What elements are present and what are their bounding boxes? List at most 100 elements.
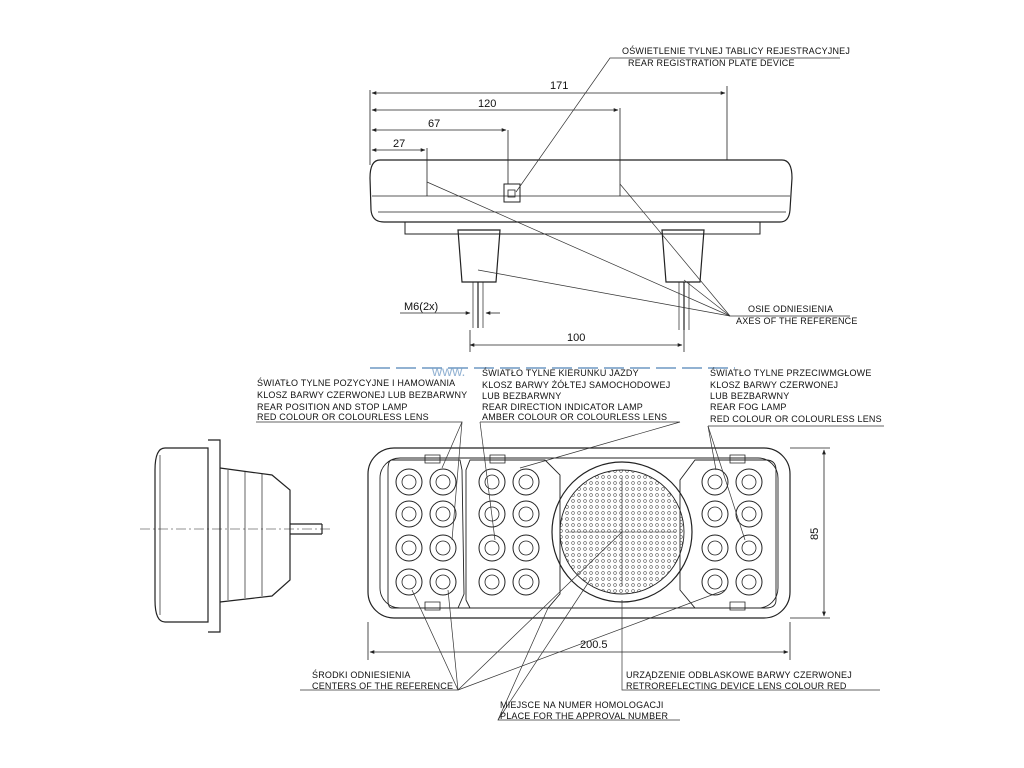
svg-text:RETROREFLECTING DEVICE LENS CO: RETROREFLECTING DEVICE LENS COLOUR RED bbox=[626, 681, 847, 691]
position-led bbox=[429, 468, 457, 496]
direction-led bbox=[478, 500, 506, 528]
dim-67: 67 bbox=[428, 118, 440, 130]
svg-text:KLOSZ BARWY ŻÓŁTEJ SAMOCHODOWE: KLOSZ BARWY ŻÓŁTEJ SAMOCHODOWEJ bbox=[482, 380, 670, 390]
front-view bbox=[367, 447, 791, 619]
fog-led bbox=[701, 468, 729, 496]
top-view bbox=[369, 159, 793, 330]
fog-led-core bbox=[707, 574, 723, 590]
fog-lamp-section bbox=[679, 459, 777, 609]
direction-led bbox=[478, 568, 506, 596]
position-lamp-section bbox=[387, 459, 465, 609]
fog-led-core bbox=[707, 506, 723, 522]
label-direction-lamp: ŚWIATŁO TYLNE KIERUNKU JAZDY KLOSZ BARWY… bbox=[482, 367, 670, 422]
fog-led-core bbox=[741, 540, 757, 556]
position-led-core bbox=[401, 506, 417, 522]
label-fog-lamp: ŚWIATŁO TYLNE PRZECIWMGŁOWE KLOSZ BARWY … bbox=[710, 367, 882, 424]
direction-led bbox=[512, 500, 540, 528]
front-leaders bbox=[256, 421, 884, 721]
dim-171: 171 bbox=[550, 80, 568, 92]
position-led-core bbox=[435, 474, 451, 490]
svg-text:AXES OF THE REFERENCE: AXES OF THE REFERENCE bbox=[736, 316, 858, 326]
direction-led bbox=[512, 568, 540, 596]
direction-led-core bbox=[484, 506, 500, 522]
svg-text:AMBER COLOUR OR COLOURLESS LE: AMBER COLOUR OR COLOURLESS LENS bbox=[482, 412, 667, 422]
direction-led-core bbox=[518, 474, 534, 490]
svg-text:LUB BEZBARWNY: LUB BEZBARWNY bbox=[482, 391, 561, 401]
fog-led-core bbox=[741, 506, 757, 522]
dim-85: 85 bbox=[809, 528, 821, 540]
dim-m6: M6(2x) bbox=[404, 301, 438, 313]
position-led bbox=[429, 534, 457, 562]
svg-text:RED COLOUR OR COLOURLESS LENS: RED COLOUR OR COLOURLESS LENS bbox=[257, 412, 429, 422]
dim-120: 120 bbox=[478, 98, 496, 110]
dim-100: 100 bbox=[567, 332, 585, 344]
stud-left bbox=[457, 229, 501, 283]
watermark-text: www. bbox=[431, 363, 465, 379]
plate-device-window bbox=[503, 183, 521, 203]
top-view-base bbox=[404, 222, 761, 235]
top-leaders bbox=[426, 57, 850, 317]
svg-text:REAR POSITION AND STOP LAMP: REAR POSITION AND STOP LAMP bbox=[257, 402, 408, 412]
direction-led-core bbox=[484, 574, 500, 590]
position-led bbox=[395, 468, 423, 496]
fog-led bbox=[735, 468, 763, 496]
svg-text:PLACE FOR THE APPROVAL NUMBER: PLACE FOR THE APPROVAL NUMBER bbox=[500, 711, 668, 721]
fog-led bbox=[701, 568, 729, 596]
svg-text:KLOSZ BARWY CZERWONEJ LUB BEZB: KLOSZ BARWY CZERWONEJ LUB BEZBARWNY bbox=[257, 390, 467, 400]
direction-led-core bbox=[484, 474, 500, 490]
svg-text:ŚWIATŁO TYLNE POZYCYJNE I HAMO: ŚWIATŁO TYLNE POZYCYJNE I HAMOWANIA bbox=[257, 377, 455, 388]
position-led-core bbox=[435, 574, 451, 590]
svg-text:REAR FOG LAMP: REAR FOG LAMP bbox=[710, 402, 787, 412]
svg-text:LUB BEZBARWNY: LUB BEZBARWNY bbox=[710, 391, 789, 401]
position-led bbox=[395, 568, 423, 596]
label-centers: ŚRODKI ODNIESIENIA CENTERS OF THE REFERE… bbox=[312, 669, 453, 691]
position-led bbox=[395, 534, 423, 562]
label-position-lamp: ŚWIATŁO TYLNE POZYCYJNE I HAMOWANIA KLOS… bbox=[257, 377, 467, 422]
position-led-core bbox=[401, 540, 417, 556]
position-led-core bbox=[401, 574, 417, 590]
svg-text:OSIE ODNIESIENIA: OSIE ODNIESIENIA bbox=[748, 304, 833, 314]
svg-text:KLOSZ BARWY CZERWONEJ: KLOSZ BARWY CZERWONEJ bbox=[710, 380, 838, 390]
svg-text:REAR DIRECTION INDICATOR LAMP: REAR DIRECTION INDICATOR LAMP bbox=[482, 402, 643, 412]
top-view-housing bbox=[369, 159, 793, 223]
direction-led-core bbox=[518, 574, 534, 590]
side-view bbox=[140, 439, 330, 633]
position-led-core bbox=[435, 506, 451, 522]
stud-right bbox=[661, 229, 705, 283]
direction-led bbox=[478, 534, 506, 562]
fog-led bbox=[735, 534, 763, 562]
fog-led-core bbox=[741, 574, 757, 590]
front-dimensions bbox=[367, 447, 830, 660]
fog-led bbox=[735, 500, 763, 528]
fog-led bbox=[735, 568, 763, 596]
lamp-inner bbox=[379, 457, 779, 609]
label-plate: OŚWIETLENIE TYLNEJ TABLICY REJESTRACYJNE… bbox=[622, 45, 850, 68]
dim-200-5: 200.5 bbox=[580, 639, 608, 651]
svg-text:ŚWIATŁO TYLNE KIERUNKU JAZDY: ŚWIATŁO TYLNE KIERUNKU JAZDY bbox=[482, 367, 639, 378]
svg-text:OŚWIETLENIE TYLNEJ TABLICY REJ: OŚWIETLENIE TYLNEJ TABLICY REJESTRACYJNE… bbox=[622, 45, 850, 56]
fog-led bbox=[701, 534, 729, 562]
position-led bbox=[429, 500, 457, 528]
svg-text:REAR REGISTRATION PLATE DEVICE: REAR REGISTRATION PLATE DEVICE bbox=[628, 58, 795, 68]
direction-led bbox=[478, 468, 506, 496]
direction-led bbox=[512, 468, 540, 496]
top-dimensions bbox=[369, 86, 728, 352]
position-led-core bbox=[435, 540, 451, 556]
svg-text:URZĄDZENIE ODBLASKOWE BARWY CZ: URZĄDZENIE ODBLASKOWE BARWY CZERWONEJ bbox=[626, 670, 852, 680]
position-led bbox=[395, 500, 423, 528]
fog-led bbox=[701, 500, 729, 528]
svg-text:RED COLOUR OR COLOURLESS LENS: RED COLOUR OR COLOURLESS LENS bbox=[710, 414, 882, 424]
svg-text:ŚWIATŁO TYLNE PRZECIWMGŁOWE: ŚWIATŁO TYLNE PRZECIWMGŁOWE bbox=[710, 367, 872, 378]
svg-text:MIEJSCE NA NUMER HOMOLOGACJI: MIEJSCE NA NUMER HOMOLOGACJI bbox=[500, 700, 664, 710]
direction-led-core bbox=[518, 540, 534, 556]
position-led-core bbox=[401, 474, 417, 490]
label-axes: OSIE ODNIESIENIA AXES OF THE REFERENCE bbox=[736, 304, 858, 326]
svg-text:ŚRODKI ODNIESIENIA: ŚRODKI ODNIESIENIA bbox=[312, 669, 411, 680]
svg-text:CENTERS OF THE REFERENCE: CENTERS OF THE REFERENCE bbox=[312, 681, 453, 691]
position-led bbox=[429, 568, 457, 596]
fog-led-core bbox=[741, 474, 757, 490]
led-array bbox=[395, 468, 763, 596]
fog-led-core bbox=[707, 540, 723, 556]
lamp-outer bbox=[367, 447, 791, 619]
